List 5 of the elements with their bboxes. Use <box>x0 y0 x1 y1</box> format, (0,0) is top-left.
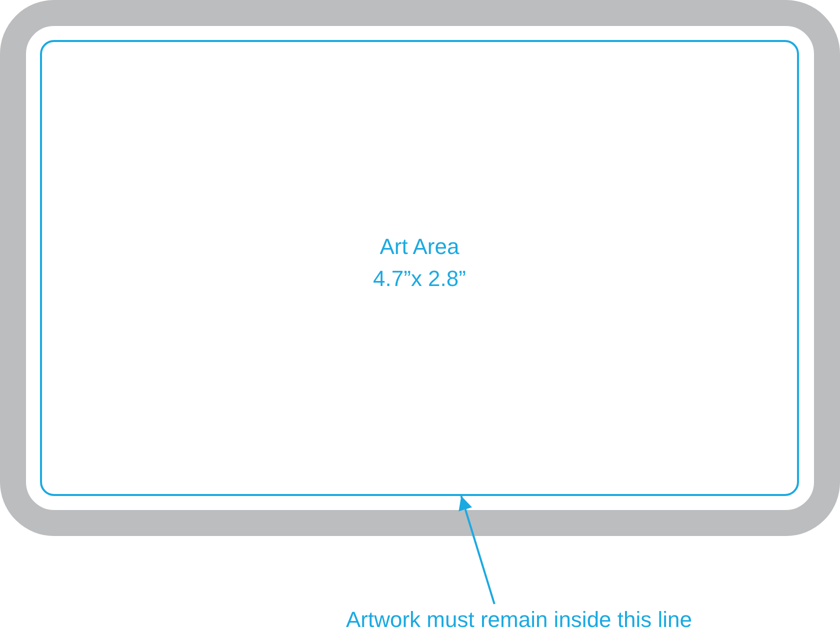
dimension-label: 4.7”x 2.8” <box>373 265 466 293</box>
art-area-outline <box>40 40 799 496</box>
leader-arrow <box>458 496 496 604</box>
instruction-note: Artwork must remain inside this line <box>346 606 692 632</box>
area-title: Art Area <box>380 233 460 261</box>
